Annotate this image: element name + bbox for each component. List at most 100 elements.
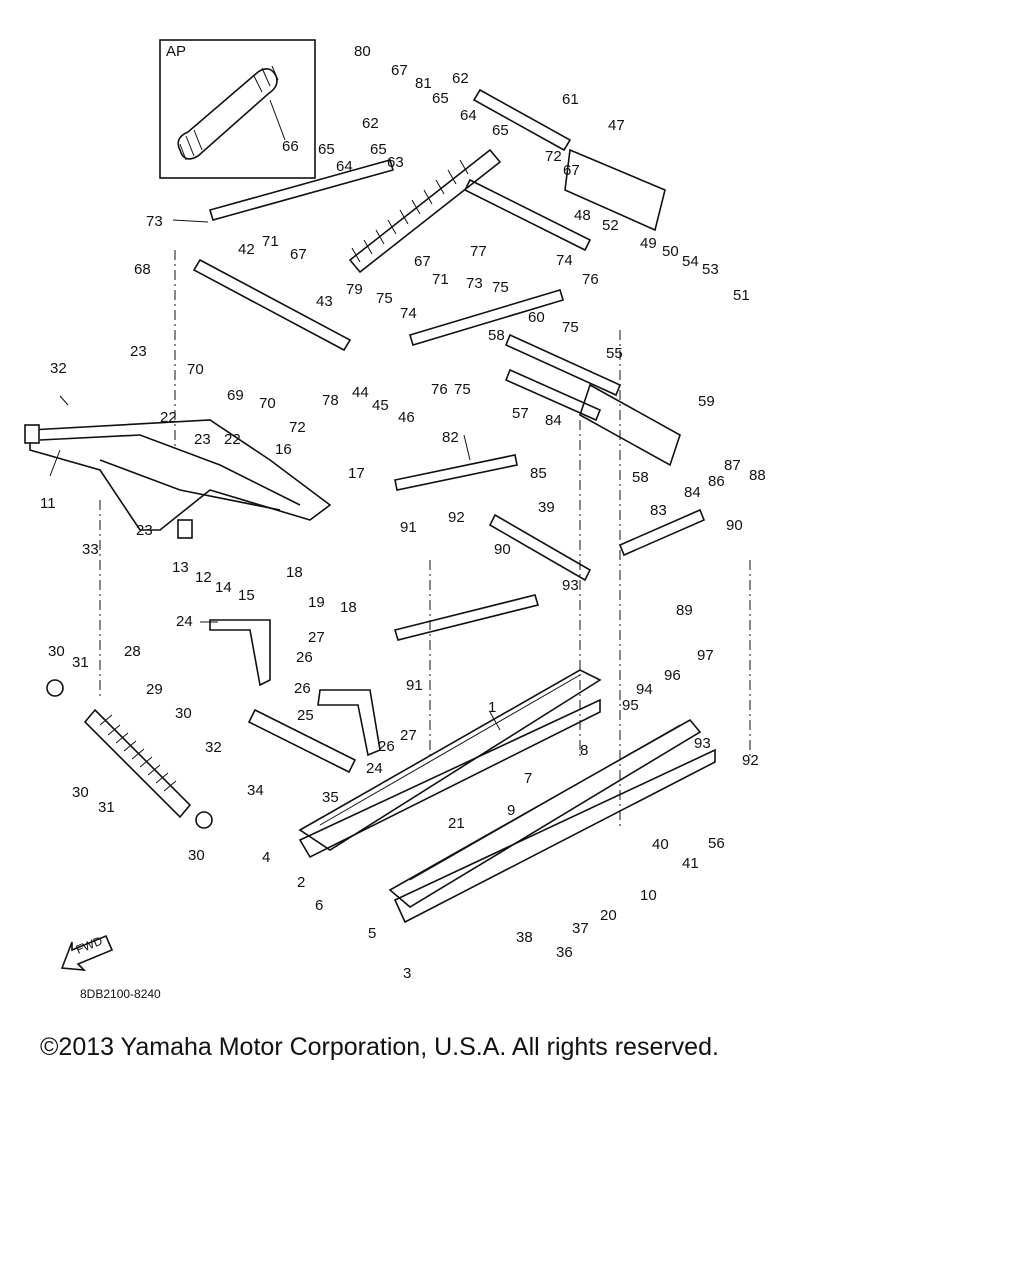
callout-29: 29 (146, 681, 163, 698)
callout-94: 94 (636, 681, 653, 698)
callout-31a: 31 (72, 654, 89, 671)
fwd-label: FWD (74, 933, 105, 956)
callout-88: 88 (749, 467, 766, 484)
callout-84a: 84 (545, 412, 562, 429)
callout-87: 87 (724, 457, 741, 474)
callout-32a: 32 (50, 360, 67, 377)
callout-7: 7 (524, 770, 532, 787)
callouts: 1 2 3 4 5 6 7 8 9 10 11 12 13 14 15 16 1… (40, 43, 766, 982)
callout-23b: 23 (194, 431, 211, 448)
callout-26c: 26 (378, 738, 395, 755)
callout-58a: 58 (488, 327, 505, 344)
callout-37: 37 (572, 920, 589, 937)
callout-67c: 67 (290, 246, 307, 263)
callout-72a: 72 (545, 148, 562, 165)
callout-24a: 24 (176, 613, 193, 630)
callout-95: 95 (622, 697, 639, 714)
callout-52: 52 (602, 217, 619, 234)
callout-5: 5 (368, 925, 376, 942)
callout-56: 56 (708, 835, 725, 852)
callout-70b: 70 (259, 395, 276, 412)
callout-30b: 30 (175, 705, 192, 722)
callout-26b: 26 (294, 680, 311, 697)
callout-65d: 65 (370, 141, 387, 158)
alignment-lines (99, 250, 751, 830)
callout-53: 53 (702, 261, 719, 278)
callout-78: 78 (322, 392, 339, 409)
callout-41: 41 (682, 855, 699, 872)
callout-64b: 64 (336, 158, 353, 175)
callout-30c: 30 (72, 784, 89, 801)
callout-11: 11 (40, 495, 56, 512)
callout-93b: 93 (694, 735, 711, 752)
callout-22b: 22 (224, 431, 241, 448)
callout-44: 44 (352, 384, 369, 401)
callout-76b: 76 (431, 381, 448, 398)
callout-75a: 75 (376, 290, 393, 307)
callout-24b: 24 (366, 760, 383, 777)
callout-60: 60 (528, 309, 545, 326)
callout-1: 1 (488, 699, 496, 716)
callout-10: 10 (640, 887, 657, 904)
callout-96: 96 (664, 667, 681, 684)
callout-46: 46 (398, 409, 415, 426)
callout-40: 40 (652, 836, 669, 853)
callout-97: 97 (697, 647, 714, 664)
callout-83: 83 (650, 502, 667, 519)
callout-22a: 22 (160, 409, 177, 426)
callout-16: 16 (275, 441, 292, 458)
callout-69: 69 (227, 387, 244, 404)
callout-39: 39 (538, 499, 555, 516)
callout-90a: 90 (494, 541, 511, 558)
callout-57: 57 (512, 405, 529, 422)
callout-2: 2 (297, 874, 305, 891)
callout-84b: 84 (684, 484, 701, 501)
callout-38: 38 (516, 929, 533, 946)
callout-23a: 23 (130, 343, 147, 360)
callout-3: 3 (403, 965, 411, 982)
callout-30a: 30 (48, 643, 65, 660)
callout-73b: 73 (466, 275, 483, 292)
callout-19: 19 (308, 594, 325, 611)
callout-86: 86 (708, 473, 725, 490)
callout-54: 54 (682, 253, 699, 270)
callout-18b: 18 (340, 599, 357, 616)
callout-66: 66 (282, 138, 299, 155)
shock-absorber-28 (46, 679, 213, 829)
callout-65b: 65 (492, 122, 509, 139)
rear-shock-spring (348, 148, 502, 274)
callout-12: 12 (195, 569, 212, 586)
callout-31b: 31 (98, 799, 115, 816)
callout-93a: 93 (562, 577, 579, 594)
callout-67d: 67 (414, 253, 431, 270)
callout-75b: 75 (492, 279, 509, 296)
callout-82: 82 (442, 429, 459, 446)
callout-55: 55 (606, 345, 623, 362)
callout-28: 28 (124, 643, 141, 660)
callout-21: 21 (448, 815, 465, 832)
callout-47: 47 (608, 117, 625, 134)
callout-34: 34 (247, 782, 264, 799)
callout-68: 68 (134, 261, 151, 278)
callout-51: 51 (733, 287, 750, 304)
callout-9: 9 (507, 802, 515, 819)
callout-61: 61 (562, 91, 579, 108)
callout-89: 89 (676, 602, 693, 619)
callout-92a: 92 (448, 509, 465, 526)
callout-65c: 65 (318, 141, 335, 158)
callout-27a: 27 (308, 629, 325, 646)
callout-81: 81 (415, 75, 432, 92)
callout-42: 42 (238, 241, 255, 258)
callout-64a: 64 (460, 107, 477, 124)
callout-73a: 73 (146, 213, 163, 230)
fwd-arrow: FWD (60, 933, 114, 971)
drawing-number: 8DB2100-8240 (80, 987, 161, 1001)
callout-48: 48 (574, 207, 591, 224)
parts-diagram: AP (24, 39, 766, 1001)
callout-6: 6 (315, 897, 323, 914)
callout-20: 20 (600, 907, 617, 924)
callout-90b: 90 (726, 517, 743, 534)
callout-58b: 58 (632, 469, 649, 486)
callout-75d: 75 (454, 381, 471, 398)
callout-72b: 72 (289, 419, 306, 436)
